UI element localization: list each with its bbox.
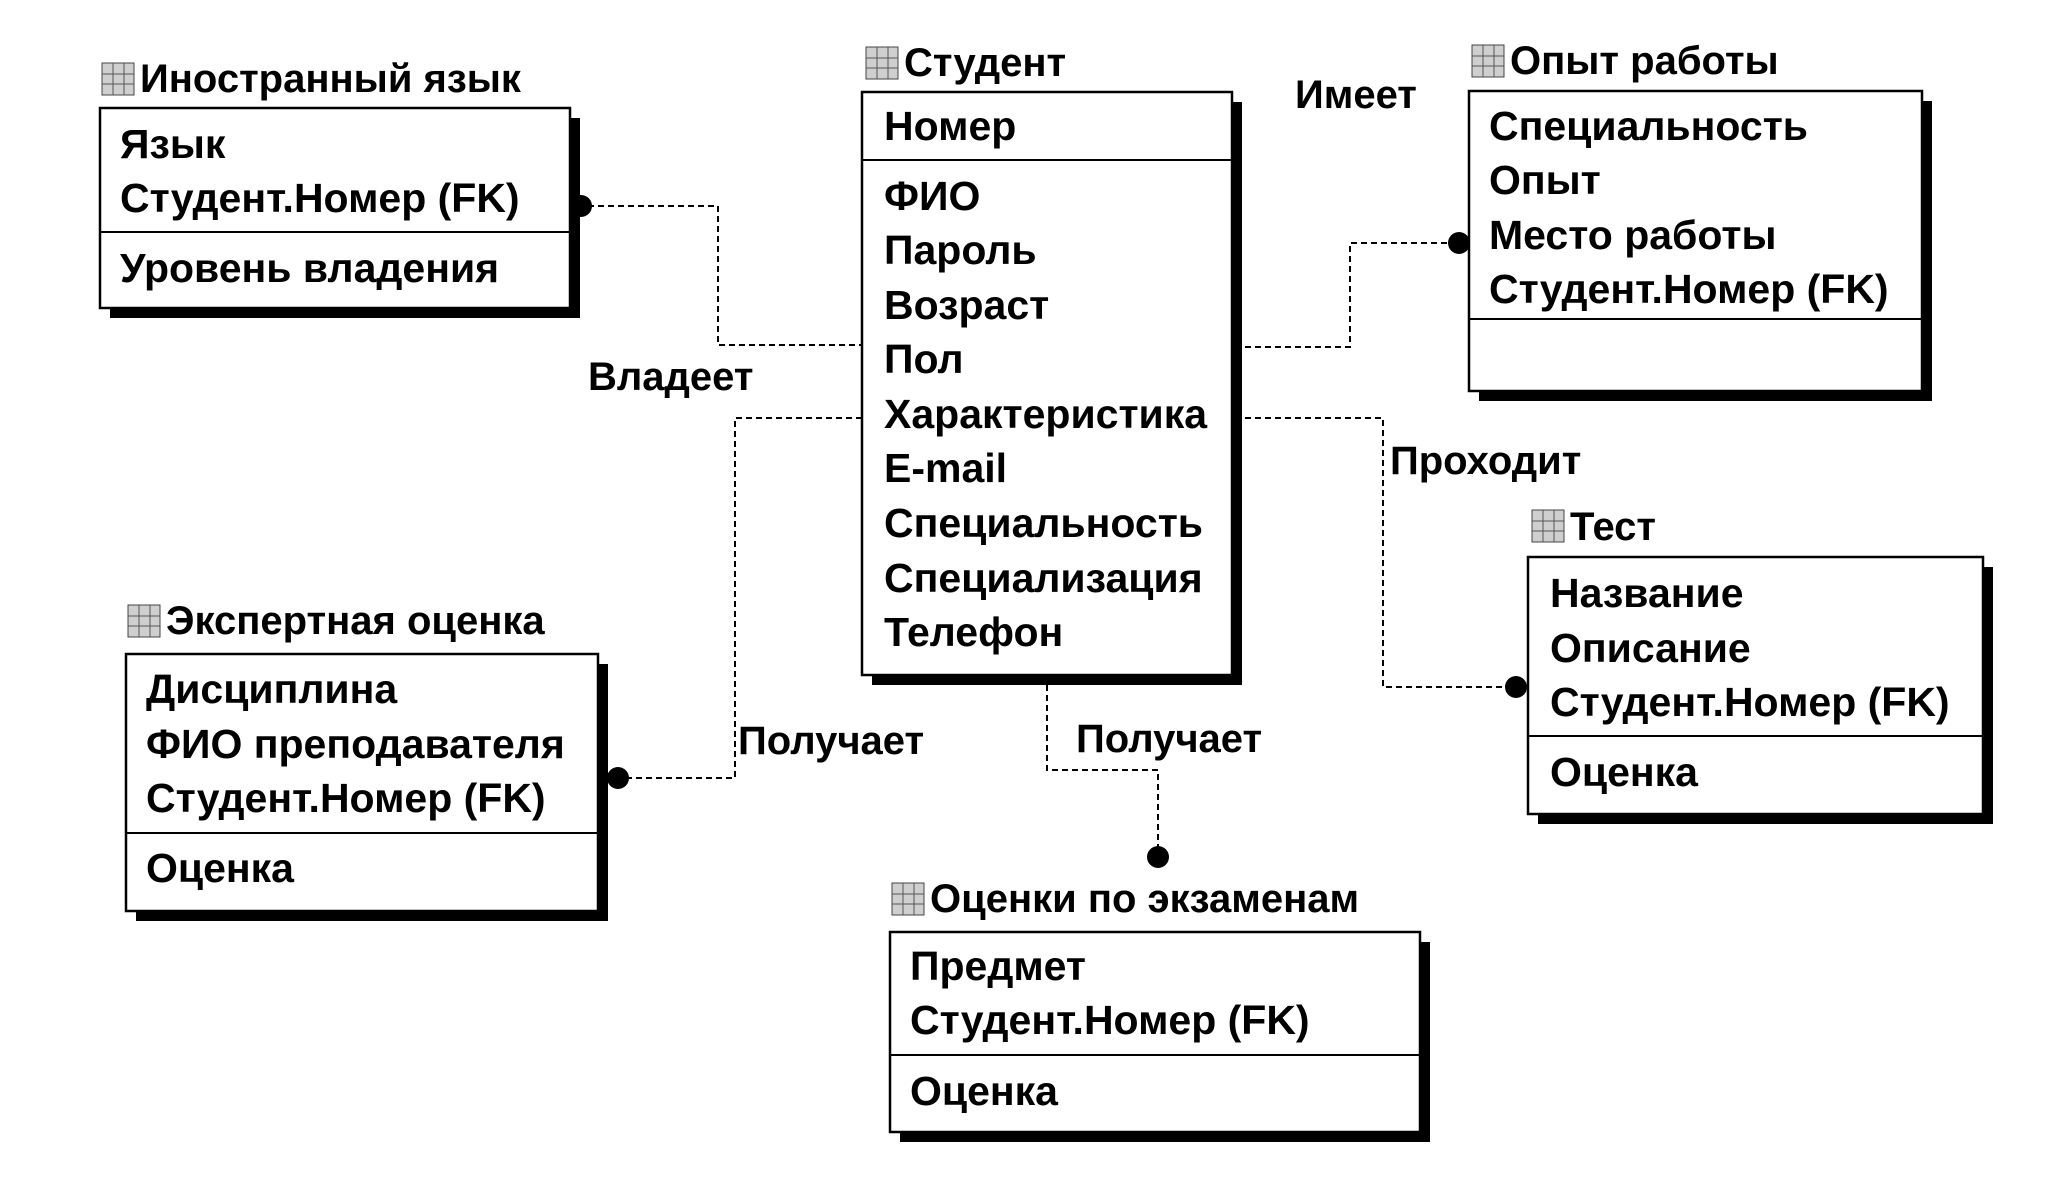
rel-line-receives-exam [1046,685,1159,860]
attr-key: Студент.Номер (FK) [1550,679,1950,725]
attr: Уровень владения [120,245,499,291]
rel-dot-passes [1505,676,1527,698]
attr-key: Язык [120,121,226,167]
attr: Специальность [884,500,1203,546]
attr: E-mail [884,445,1007,491]
entity-student: Студент Номер ФИО Пароль Возраст Пол Хар… [860,41,1242,685]
attr: Пароль [884,227,1037,273]
rel-label-receives-exam: Получает [1076,717,1262,761]
attr-key: Место работы [1489,212,1776,258]
rel-label-passes: Проходит [1390,439,1581,483]
attr: Специализация [884,555,1203,601]
attr-key: Название [1550,570,1744,616]
attr: Характеристика [884,391,1208,437]
attr-key: Студент.Номер (FK) [120,175,520,221]
entity-foreign-language: Иностранный язык Язык Студент.Номер (FK)… [98,57,580,318]
rel-label-has: Имеет [1295,73,1417,117]
rel-line-passes [1235,417,1520,688]
entity-work-experience: Опыт работы Специальность Опыт Место раб… [1467,39,1932,401]
attr-key: Опыт [1489,157,1601,203]
attr-key: Предмет [910,943,1086,989]
attr-key: Номер [884,103,1016,149]
attr: Возраст [884,282,1049,328]
table-icon [1471,44,1505,78]
attr: ФИО [884,173,980,219]
entity-expert-rating: Экспертная оценка Дисциплина ФИО препода… [124,599,608,921]
entity-name: Тест [1570,505,1656,549]
rel-line-receives-expert [618,417,862,779]
rel-dot-receives-expert [607,767,629,789]
relationship-lines [588,205,1520,860]
attr-key: Студент.Номер (FK) [1489,266,1889,312]
rel-line-owns [588,205,862,346]
attr-key: ФИО преподавателя [146,721,565,767]
entity-name: Оценки по экзаменам [930,877,1359,921]
attr-key: Дисциплина [146,666,398,712]
entity-name: Опыт работы [1510,39,1779,83]
table-icon [101,62,135,96]
table-icon [1531,509,1565,543]
attr: Пол [884,336,964,382]
attr: Телефон [884,609,1063,655]
rel-label-owns: Владеет [588,355,754,399]
attr-key: Специальность [1489,103,1808,149]
entity-test: Тест Название Описание Студент.Номер (FK… [1526,505,1993,824]
entity-name: Иностранный язык [140,57,522,101]
attr: Оценка [1550,749,1699,795]
relationship-labels: Владеет Имеет Проходит Получает Получает [588,73,1581,763]
attr-key: Студент.Номер (FK) [146,775,546,821]
rel-label-receives-expert: Получает [738,719,924,763]
attr: Оценка [910,1068,1059,1114]
rel-dot-has [1448,232,1470,254]
attr: Оценка [146,845,295,891]
attr-key: Студент.Номер (FK) [910,997,1310,1043]
entity-exam-grades: Оценки по экзаменам Предмет Студент.Номе… [888,877,1430,1142]
rel-line-has [1235,242,1462,348]
attr-key: Описание [1550,625,1751,671]
table-icon [127,604,161,638]
table-icon [891,882,925,916]
rel-dot-receives-exam [1147,846,1169,868]
entity-name: Студент [904,41,1066,85]
table-icon [865,46,899,80]
entity-name: Экспертная оценка [166,599,545,643]
